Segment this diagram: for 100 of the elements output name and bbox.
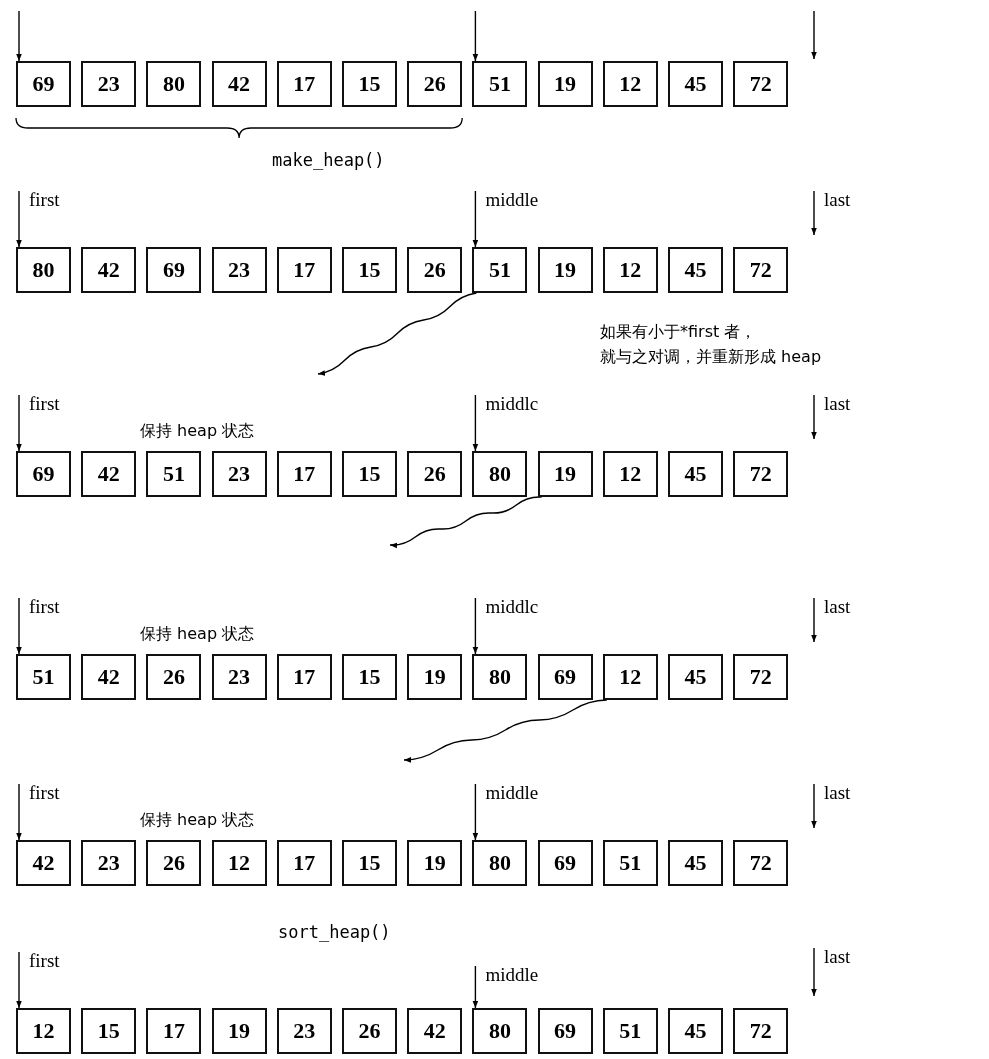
array-cell: 69 <box>16 61 71 107</box>
array-cell: 12 <box>602 61 658 107</box>
array-cell: 23 <box>276 1008 332 1054</box>
array-cell: 12 <box>16 1008 71 1054</box>
pointer-label: first <box>19 596 60 618</box>
array-cell: 17 <box>146 1008 202 1054</box>
array-cell: 17 <box>276 451 332 497</box>
array-cell: 19 <box>407 840 463 886</box>
array-cell: 51 <box>602 1008 658 1054</box>
pointer-label: last <box>814 596 851 618</box>
array-cell: 69 <box>537 840 593 886</box>
array-cell: 26 <box>407 247 463 293</box>
note-text: 就与之对调，并重新形成 heap <box>600 347 822 368</box>
array-cell: 80 <box>472 654 528 700</box>
array-cell: 72 <box>733 654 789 700</box>
pointer-arrow <box>16 394 22 452</box>
array-cell: 17 <box>276 61 332 107</box>
pointer-label: first <box>19 950 60 972</box>
array-cell: 51 <box>146 451 202 497</box>
array-cell: 69 <box>537 654 593 700</box>
pointer-label: last <box>814 782 851 804</box>
pointer-arrow <box>811 190 817 236</box>
function-label: make_heap() <box>272 150 385 170</box>
array-cell: 72 <box>733 247 789 293</box>
array-cell: 19 <box>407 654 463 700</box>
array-cell: 42 <box>16 840 71 886</box>
array-cell: 69 <box>537 1008 593 1054</box>
state-note: 保持 heap 状态 <box>140 624 255 645</box>
array-cell: 51 <box>472 61 528 107</box>
array-cell: 19 <box>211 1008 267 1054</box>
array-cell: 45 <box>668 451 723 497</box>
array-cell: 80 <box>472 451 528 497</box>
state-note: 保持 heap 状态 <box>140 810 255 831</box>
array-cell: 45 <box>668 1008 723 1054</box>
array-cell: 42 <box>407 1008 463 1054</box>
array-cell: 72 <box>733 61 789 107</box>
pointer-arrow <box>811 394 817 440</box>
array-cell: 72 <box>733 1008 789 1054</box>
pointer-arrow <box>472 10 479 62</box>
array-cell: 42 <box>81 451 137 497</box>
pointer-arrow <box>811 597 817 643</box>
array-cell: 12 <box>602 247 658 293</box>
state-note: 保持 heap 状态 <box>140 421 255 442</box>
array-cell: 26 <box>146 654 202 700</box>
array-cell: 12 <box>602 654 658 700</box>
array-cell: 80 <box>146 61 202 107</box>
array-cell: 80 <box>472 840 528 886</box>
pointer-arrow <box>472 783 479 841</box>
pointer-label: first <box>19 393 60 415</box>
array-cell: 19 <box>537 451 593 497</box>
array-cell: 15 <box>342 247 397 293</box>
array-cell: 80 <box>16 247 71 293</box>
pointer-label: first <box>19 189 60 211</box>
array-cell: 15 <box>342 451 397 497</box>
array-cell: 15 <box>81 1008 137 1054</box>
array-cell: 72 <box>733 451 789 497</box>
array-cell: 45 <box>668 654 723 700</box>
array-cell: 23 <box>81 840 137 886</box>
pointer-arrow <box>16 190 22 248</box>
function-label: sort_heap() <box>278 922 391 942</box>
wavy-arrow <box>317 292 478 376</box>
array-cell: 45 <box>668 840 723 886</box>
pointer-label: last <box>814 393 851 415</box>
pointer-label: middle <box>475 189 539 211</box>
pointer-arrow <box>472 597 479 655</box>
array-cell: 15 <box>342 840 397 886</box>
pointer-label: middlc <box>475 393 539 415</box>
array-cell: 12 <box>602 451 658 497</box>
array-cell: 45 <box>668 247 723 293</box>
pointer-arrow <box>16 597 22 655</box>
array-cell: 51 <box>602 840 658 886</box>
array-cell: 80 <box>472 1008 528 1054</box>
array-cell: 23 <box>211 654 267 700</box>
array-cell: 72 <box>733 840 789 886</box>
pointer-arrow <box>16 10 22 62</box>
array-cell: 69 <box>16 451 71 497</box>
pointer-arrow <box>16 783 22 841</box>
pointer-label: middle <box>475 782 539 804</box>
pointer-arrow <box>472 190 479 248</box>
array-cell: 51 <box>16 654 71 700</box>
array-cell: 15 <box>342 61 397 107</box>
array-cell: 15 <box>342 654 397 700</box>
array-cell: 17 <box>276 654 332 700</box>
pointer-label: last <box>814 189 851 211</box>
pointer-arrow <box>16 951 22 1009</box>
array-cell: 17 <box>276 840 332 886</box>
array-cell: 45 <box>668 61 723 107</box>
array-cell: 26 <box>407 61 463 107</box>
pointer-arrow <box>811 947 817 997</box>
array-cell: 42 <box>81 247 137 293</box>
array-cell: 17 <box>276 247 332 293</box>
pointer-arrow <box>472 965 479 1009</box>
pointer-arrow <box>811 783 817 829</box>
pointer-arrow <box>472 394 479 452</box>
array-cell: 23 <box>211 247 267 293</box>
note-text: 如果有小于*first 者， <box>600 322 757 343</box>
array-cell: 26 <box>407 451 463 497</box>
array-cell: 42 <box>211 61 267 107</box>
pointer-label: last <box>814 946 851 968</box>
array-cell: 26 <box>342 1008 397 1054</box>
